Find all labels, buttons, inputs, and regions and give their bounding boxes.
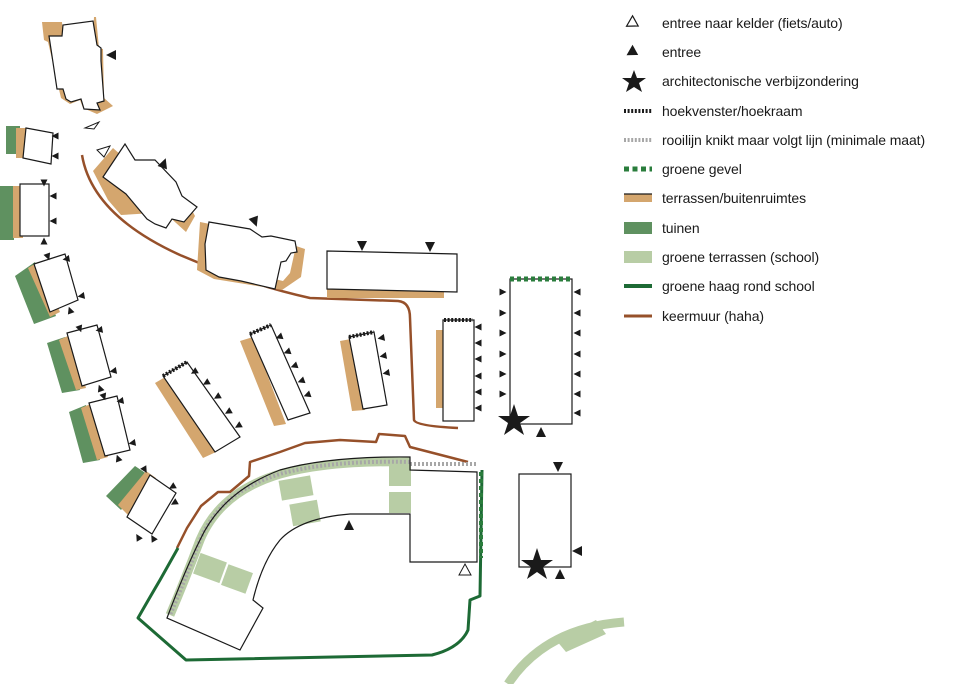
legend-item-green-terraces: groene terrassen (school) (618, 242, 963, 271)
house-left-5 (69, 392, 137, 463)
dashed-green-line-icon (618, 157, 654, 181)
block-r2 (518, 462, 582, 579)
brown-line-icon (618, 304, 654, 328)
house-left-2 (0, 179, 57, 245)
legend-item-corner-window: hoekvenster/hoekraam (618, 96, 963, 125)
legend-label: rooilijn knikt maar volgt lijn (minimale… (662, 131, 926, 148)
legend-label: tuinen (662, 219, 700, 236)
legend-item-entrance: entree (618, 37, 963, 66)
legend-label: entree naar kelder (fiets/auto) (662, 14, 843, 31)
light-green-bar-icon (618, 245, 654, 269)
block-m2 (240, 323, 312, 426)
legend-item-green-facade: groene gevel (618, 154, 963, 183)
dotted-black-line-icon (618, 99, 654, 123)
legend-label: architectonische verbijzondering (662, 73, 859, 90)
green-bar-icon (618, 216, 654, 240)
filled-triangle-icon (618, 40, 654, 64)
block-m3 (340, 330, 391, 411)
house-1 (42, 17, 116, 130)
legend-item-architectural-accent: architectonische verbijzondering (618, 67, 963, 96)
house-2 (93, 142, 198, 232)
house-4 (326, 241, 458, 298)
legend-item-retaining-wall: keermuur (haha) (618, 301, 963, 330)
school (136, 456, 484, 662)
legend-label: groene terrassen (school) (662, 249, 820, 266)
legend-label: groene gevel (662, 161, 742, 178)
house-left-3 (15, 252, 86, 324)
block-r1 (498, 276, 581, 437)
house-left-6 (106, 465, 179, 543)
legend-label: entree (662, 43, 702, 60)
block-m1 (155, 360, 243, 458)
dotted-grey-line-icon (618, 128, 654, 152)
legend-label: terrassen/buitenruimtes (662, 190, 806, 207)
star-icon (618, 69, 654, 93)
green-path (504, 617, 625, 684)
legend: entree naar kelder (fiets/auto) entree a… (618, 8, 963, 330)
legend-item-hedge: groene haag rond school (618, 272, 963, 301)
legend-item-gardens: tuinen (618, 213, 963, 242)
hollow-triangle-icon (618, 11, 654, 35)
legend-label: keermuur (haha) (662, 307, 764, 324)
house-left-4 (47, 324, 118, 393)
house-3 (197, 215, 305, 290)
house-left-1 (6, 126, 59, 165)
legend-item-building-line: rooilijn knikt maar volgt lijn (minimale… (618, 125, 963, 154)
legend-item-terraces: terrassen/buitenruimtes (618, 184, 963, 213)
retaining-wall (80, 154, 469, 549)
legend-label: groene haag rond school (662, 278, 815, 295)
legend-item-cellar-entrance: entree naar kelder (fiets/auto) (618, 8, 963, 37)
dark-green-line-icon (618, 274, 654, 298)
legend-label: hoekvenster/hoekraam (662, 102, 803, 119)
tan-bar-icon (618, 186, 654, 210)
block-m4 (436, 318, 482, 422)
